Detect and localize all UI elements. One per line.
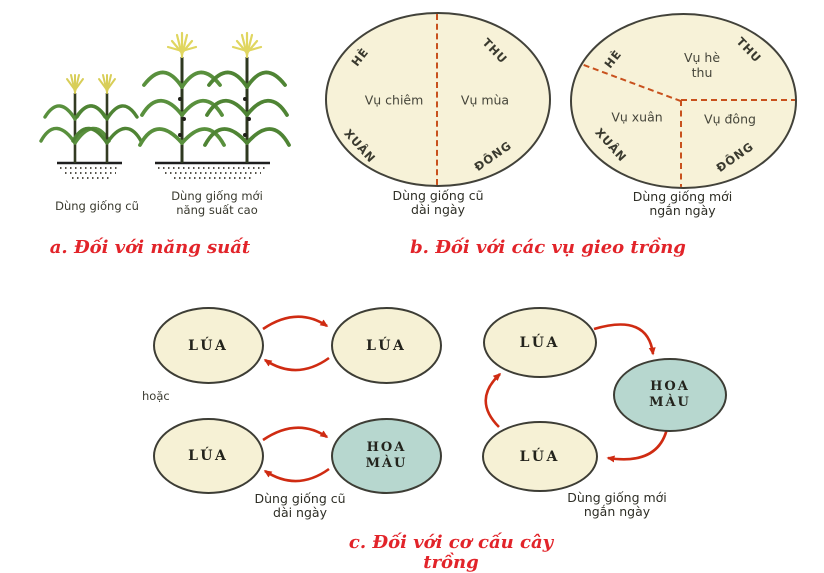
crop-season-label: Vụ mùa (460, 92, 510, 108)
new-variety-label-line1: Dùng giống mới (171, 189, 263, 203)
crops-node-label-line1: HOA (650, 379, 690, 394)
rice-node-label: LÚA (519, 448, 561, 465)
rotation-new-caption: Dùng giống mới ngắn ngày (547, 491, 687, 519)
crop-season-label: Vụ hè thu (684, 50, 720, 80)
corn-ears (243, 97, 251, 137)
new-variety-label-line2: năng suất cao (176, 202, 258, 217)
rotation-arrow (263, 356, 330, 372)
season-old-caption: Dùng giống cũ dài ngày (358, 189, 518, 217)
rice-node-label: LÚA (366, 337, 407, 354)
crop-season-label: Vụ chiêm (364, 92, 424, 108)
rice-node: LÚA (153, 307, 264, 384)
or-label: hoặc (142, 389, 170, 403)
rice-node-label: LÚA (188, 448, 229, 464)
rotation-old-caption: Dùng giống cũ dài ngày (230, 492, 370, 520)
rice-node: LÚA (483, 307, 597, 378)
season-ellipse-new-variety: HÈ THU XUÂN ĐÔNG Vụ hè thu Vụ xuân Vụ đô… (570, 13, 797, 189)
panel-b-caption: b. Đối với các vụ gieo trồng (410, 237, 686, 258)
crop-season-label-line2: thu (691, 65, 713, 80)
tassel (166, 31, 198, 59)
rice-node: LÚA (153, 418, 264, 494)
season-divider-line (681, 99, 795, 101)
crops-node-label-line1: HOA (366, 440, 407, 455)
corn-ears (178, 97, 186, 137)
leaves (203, 70, 291, 147)
panel-c-caption: c. Đối với cơ cấu cây trồng (348, 532, 554, 573)
rotation-new-caption-line2: ngắn ngày (583, 504, 651, 519)
rotation-new-caption-line1: Dùng giống mới (567, 490, 667, 505)
corn-plant-large (203, 31, 291, 163)
season-old-caption-line1: Dùng giống cũ (392, 188, 484, 203)
leaves (138, 70, 226, 147)
season-ellipse-old-variety: HÈ THU XUÂN ĐÔNG Vụ chiêm Vụ mùa (325, 12, 551, 187)
crops-node-label-line2: MÀU (365, 456, 408, 471)
corn-plants-illustration (39, 31, 291, 179)
crops-node: HOA MÀU (613, 358, 727, 432)
new-variety-label: Dùng giống mới năng suất cao (147, 189, 287, 217)
rice-node: LÚA (482, 421, 598, 492)
panel-a-caption: a. Đối với năng suất (49, 237, 251, 258)
season-divider-line (680, 100, 682, 187)
corn-plant-large (138, 31, 226, 163)
rice-node: LÚA (331, 307, 442, 384)
tassel (66, 74, 84, 94)
leaves (71, 104, 143, 145)
season-new-caption: Dùng giống mới ngắn ngày (600, 190, 765, 218)
rotation-arrow (262, 315, 329, 331)
rotation-old-caption-line2: dài ngày (273, 505, 327, 520)
season-old-caption-line2: dài ngày (411, 202, 465, 217)
rotation-old-caption-line1: Dùng giống cũ (254, 491, 346, 506)
crops-node: HOA MÀU (331, 418, 442, 494)
season-new-caption-line1: Dùng giống mới (632, 189, 733, 204)
season-divider-line (436, 14, 438, 185)
crop-season-label: Vụ xuân (611, 109, 663, 125)
tassel (98, 74, 116, 94)
rotation-arrow (484, 372, 502, 428)
rotation-arrow (593, 323, 656, 356)
crops-node-label-line2: MÀU (649, 395, 691, 410)
soil-dots (60, 167, 268, 179)
crop-season-label-line1: Vụ hè (683, 50, 721, 65)
rotation-arrow (263, 467, 330, 483)
crop-season-label: Vụ đông (704, 111, 756, 127)
tassel (231, 31, 263, 59)
old-variety-label: Dùng giống cũ (55, 199, 139, 213)
rice-node-label: LÚA (519, 334, 561, 351)
season-new-caption-line2: ngắn ngày (649, 203, 716, 218)
corn-plant-small (71, 74, 143, 163)
rotation-arrow (262, 426, 329, 442)
rice-node-label: LÚA (188, 337, 229, 354)
